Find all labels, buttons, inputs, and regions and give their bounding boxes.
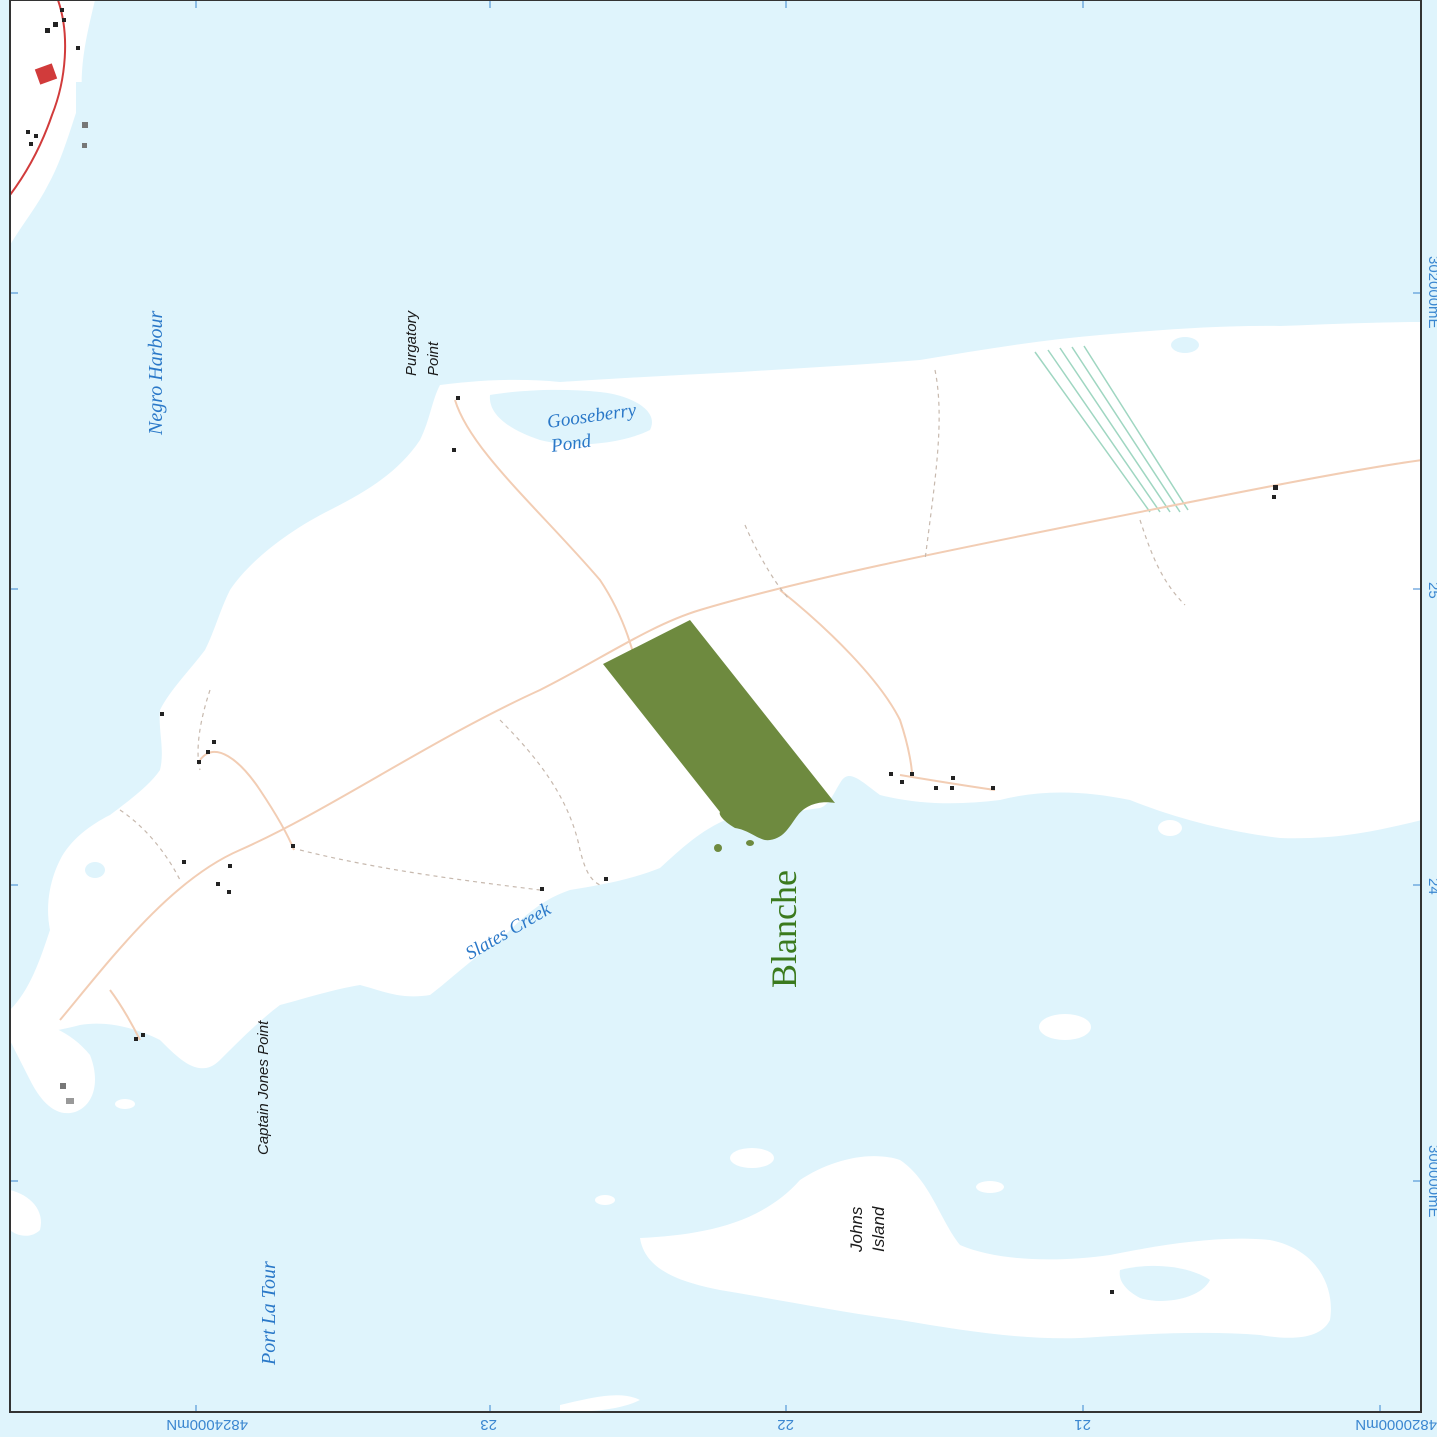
grid-label-25: 25: [1425, 582, 1437, 599]
pond: [85, 862, 105, 878]
johns-island-label-line1: Johns: [847, 1206, 866, 1253]
blanche-parcel-fragment: [746, 840, 754, 846]
land-southwest-islet: [10, 1190, 41, 1236]
gooseberry-pond: [489, 389, 652, 445]
land-southwest: [10, 1015, 95, 1114]
johns-island-pond: [1119, 1265, 1210, 1301]
islet-south: [560, 1395, 640, 1412]
grid-label-easting-302000: 302000mE: [1425, 256, 1437, 329]
islet: [595, 1195, 615, 1205]
building-cluster-nw: [26, 8, 88, 148]
road-network: [59, 399, 1423, 1041]
islet: [1039, 1014, 1091, 1040]
purgatory-point-label-line2: Point: [425, 341, 442, 376]
grid-label-24: 24: [1425, 878, 1437, 895]
purgatory-point-label-line1: Purgatory: [403, 309, 420, 376]
blanche-label: Blanche: [764, 870, 804, 988]
grid-label-22: 22: [777, 1416, 794, 1433]
wetland-hatching: [1034, 345, 1189, 513]
mainland-northwest: [10, 0, 95, 245]
islet: [976, 1181, 1004, 1193]
grid-label-easting-300000: 300000mE: [1425, 1145, 1437, 1218]
johns-island-label-line2: Island: [869, 1206, 888, 1252]
grid-label-23: 23: [480, 1416, 497, 1433]
slates-creek-inlet: [470, 895, 570, 967]
negro-harbour-label: Negro Harbour: [145, 311, 167, 436]
captain-jones-point-label: Captain Jones Point: [255, 1020, 272, 1155]
pond-nw: [76, 82, 90, 114]
grid-label-21: 21: [1074, 1416, 1091, 1433]
blanche-parcel-fragment: [714, 844, 722, 852]
highway-route: [9, 0, 67, 196]
islet: [730, 1148, 774, 1168]
blanche-parcel[interactable]: [603, 620, 835, 841]
building-markers: [60, 396, 1278, 1294]
map-border: [9, 0, 1422, 1413]
grid-ticks: [10, 0, 1421, 1412]
pond: [1158, 820, 1182, 836]
grid-label-northing-4824000: 4824000mN: [166, 1416, 248, 1433]
pond: [1171, 337, 1199, 353]
islet: [115, 1099, 135, 1109]
grid-label-northing-4820000: 4820000mN: [1355, 1416, 1437, 1433]
highway-shield-icon: [34, 63, 58, 85]
port-la-tour-label: Port La Tour: [258, 1261, 280, 1366]
